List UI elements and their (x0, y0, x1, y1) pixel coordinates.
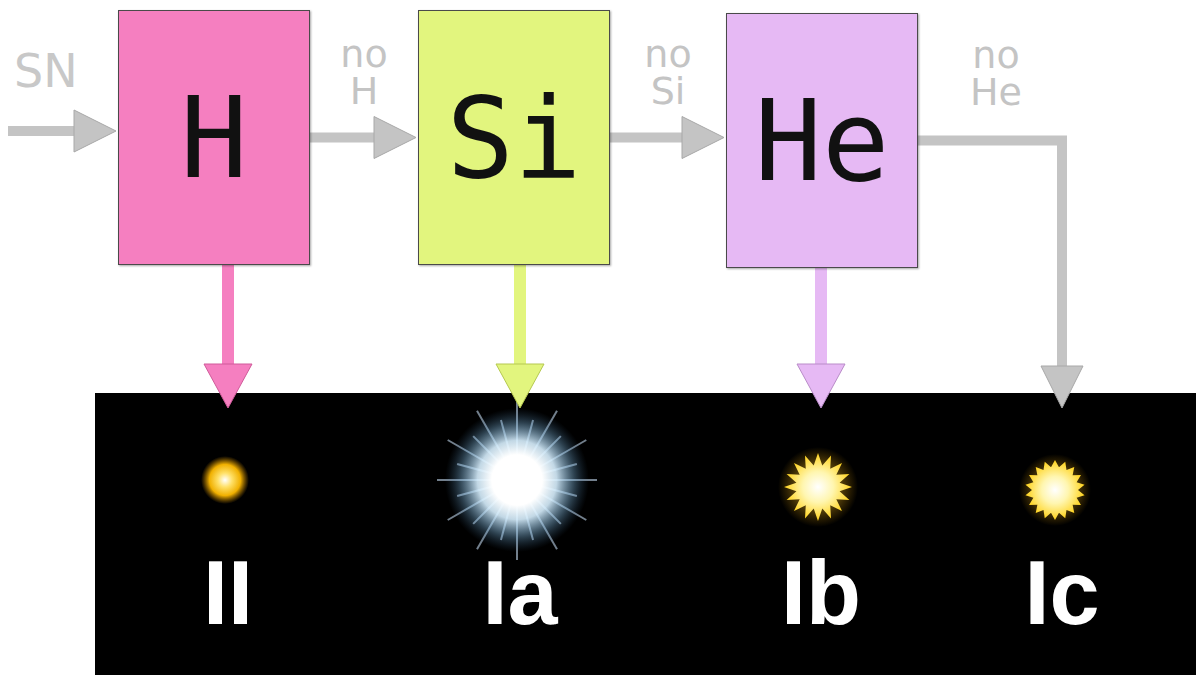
arrow-shaft (222, 265, 234, 371)
supernova-glow (1019, 454, 1091, 526)
element-box: Si (418, 10, 610, 265)
element-symbol: He (755, 85, 890, 197)
arrow-connector (918, 141, 1083, 409)
supernova-type: Ib (721, 410, 921, 642)
arrow-shaft (514, 265, 526, 371)
input-label: SN (14, 48, 78, 94)
supernova-glow (201, 456, 249, 504)
type-label: II (203, 548, 253, 642)
supernova-glow (778, 447, 858, 527)
arrow-shaft (310, 133, 380, 143)
supernova-star (784, 453, 852, 521)
arrow-connector (310, 117, 416, 159)
arrow-head (1041, 366, 1083, 408)
arrow-head (204, 364, 252, 408)
black-band (95, 393, 1196, 675)
element-symbol: Si (447, 82, 582, 194)
element-box: He (726, 13, 918, 268)
supernova-glow (445, 408, 589, 552)
arrow-head (374, 117, 416, 159)
type-label: Ib (781, 548, 861, 642)
edge-label: no He (970, 36, 1022, 110)
arrow-head (797, 364, 845, 408)
arrow-shaft (815, 268, 827, 371)
arrow-connector (496, 265, 544, 408)
arrow-shaft (610, 133, 688, 143)
arrow-connector (610, 117, 724, 159)
element-symbol: H (180, 82, 247, 194)
type-label: Ia (482, 548, 557, 642)
supernova-type: Ia (420, 410, 620, 642)
arrow-head (682, 117, 724, 159)
arrow-connector (797, 268, 845, 408)
supernova-type: II (128, 410, 328, 642)
arrow-connector (204, 265, 252, 408)
edge-label: no H (340, 35, 387, 109)
supernova-type: Ic (962, 410, 1162, 642)
supernova-star (1025, 460, 1084, 520)
entry-arrow-shaft (8, 126, 78, 136)
arrow-head (496, 364, 544, 408)
supernova-rays (437, 400, 597, 560)
type-label: Ic (1024, 548, 1099, 642)
edge-label: no Si (644, 35, 691, 109)
element-box: H (118, 10, 310, 265)
arrow-shaft (918, 141, 1062, 373)
entry-arrow-head (74, 110, 116, 152)
